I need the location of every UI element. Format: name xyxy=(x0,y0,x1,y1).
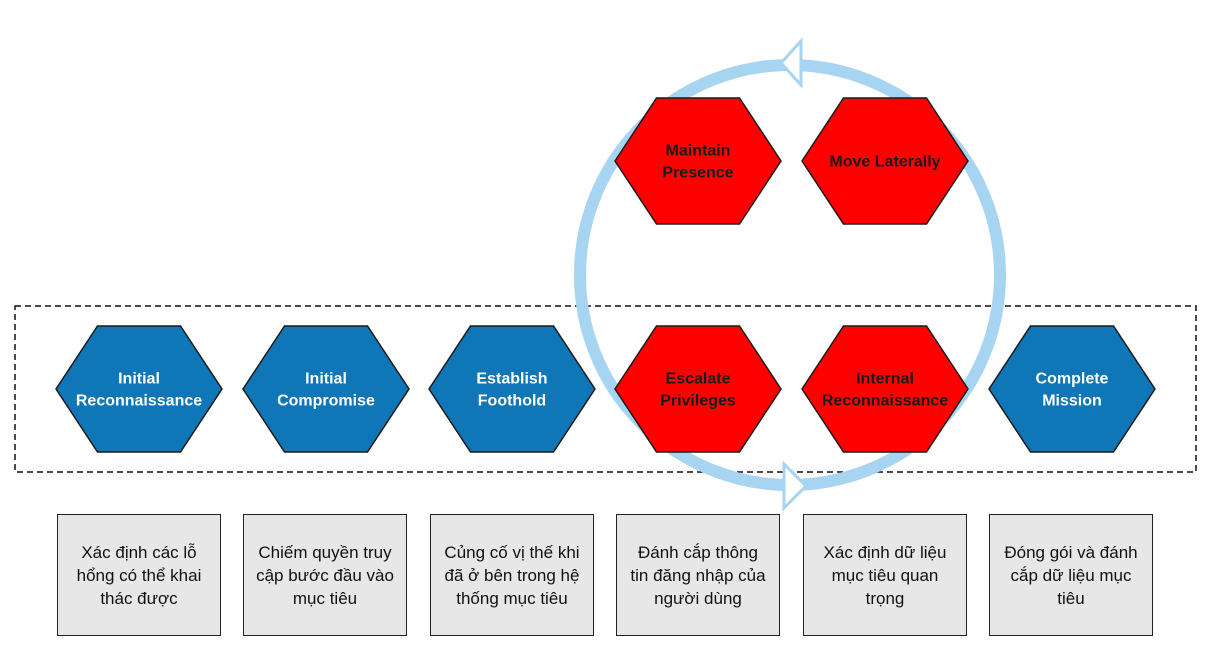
stage-label: Internal xyxy=(856,371,914,388)
description-box-establish-foothold: Củng cố vị thế khi đã ở bên trong hệ thống… xyxy=(430,514,594,636)
stage-label: Maintain xyxy=(666,143,731,160)
description-text: Củng cố vị thế khi đã ở bên trong hệ thống… xyxy=(444,541,579,610)
description-text: Đóng gói và đánh cắp dữ liệu mục tiêu xyxy=(1004,541,1137,610)
main-stages-dashed-box xyxy=(14,305,1197,473)
cycle-arrowhead-top xyxy=(778,37,803,89)
description-box-internal-reconnaissance: Xác định dữ liệu mục tiêu quan trọng xyxy=(803,514,967,636)
stage-hexagon xyxy=(801,97,969,225)
description-line: thống mục tiêu xyxy=(456,588,568,608)
stage-label: Establish xyxy=(476,371,547,388)
stage-label: Foothold xyxy=(478,393,546,410)
stage-label: Compromise xyxy=(277,393,375,410)
stage-label: Complete xyxy=(1036,371,1109,388)
cycle-arrowhead-bottom xyxy=(782,460,809,512)
description-line: tiêu xyxy=(1057,588,1085,608)
stage-label: Move Laterally xyxy=(829,154,940,171)
description-text: Xác định các lỗ hổng có thể khai thác được xyxy=(77,541,202,610)
description-line: cập bước đầu vào xyxy=(256,565,394,585)
stage-hexagon xyxy=(988,325,1156,453)
description-line: Xác định dữ liệu xyxy=(823,542,947,562)
description-line: mục tiêu quan xyxy=(831,565,939,585)
description-text: Đánh cắp thông tin đăng nhập của người dùn… xyxy=(630,541,765,610)
description-box-initial-compromise: Chiếm quyền truy cập bước đầu vào mục tiêu xyxy=(243,514,407,636)
description-line: thác được xyxy=(100,588,178,608)
stage-label: Presence xyxy=(662,165,733,182)
description-line: mục tiêu xyxy=(292,588,358,608)
stage-label: Mission xyxy=(1042,393,1102,410)
description-line: đã ở bên trong hệ xyxy=(444,565,580,585)
description-box-escalate-privileges: Đánh cắp thông tin đăng nhập của người dùn… xyxy=(616,514,780,636)
description-box-initial-reconnaissance: Xác định các lỗ hổng có thể khai thác được xyxy=(57,514,221,636)
description-text: Xác định dữ liệu mục tiêu quan trọng xyxy=(824,541,947,610)
description-text: Chiếm quyền truy cập bước đầu vào mục tiêu xyxy=(256,541,394,610)
description-line: cắp dữ liệu mục xyxy=(1010,565,1132,585)
description-line: Đánh cắp thông xyxy=(637,542,759,562)
stage-hexagon xyxy=(55,325,223,453)
stage-hexagon xyxy=(614,325,782,453)
description-line: tin đăng nhập của xyxy=(630,565,766,585)
stage-hexagon xyxy=(428,325,596,453)
description-box-complete-mission: Đóng gói và đánh cắp dữ liệu mục tiêu xyxy=(989,514,1153,636)
stage-label: Escalate xyxy=(666,371,731,388)
description-line: Chiếm quyền truy xyxy=(258,542,392,562)
stage-hexagon xyxy=(801,325,969,453)
description-line: Đóng gói và đánh xyxy=(1004,542,1138,562)
stage-label: Reconnaissance xyxy=(76,393,202,410)
description-line: hổng có thể khai xyxy=(76,565,202,585)
stage-label: Reconnaissance xyxy=(822,393,948,410)
description-line: người dùng xyxy=(654,588,742,608)
stage-label: Initial xyxy=(118,371,160,388)
stage-label: Initial xyxy=(305,371,347,388)
description-line: Củng cố vị thế khi xyxy=(444,542,580,562)
description-line: Xác định các lỗ xyxy=(81,542,197,562)
stage-move-laterally: Move Laterally xyxy=(801,97,969,225)
stage-label: Privileges xyxy=(660,393,736,410)
stage-hexagon xyxy=(242,325,410,453)
stage-hexagon xyxy=(614,97,782,225)
description-line: trọng xyxy=(865,588,905,608)
